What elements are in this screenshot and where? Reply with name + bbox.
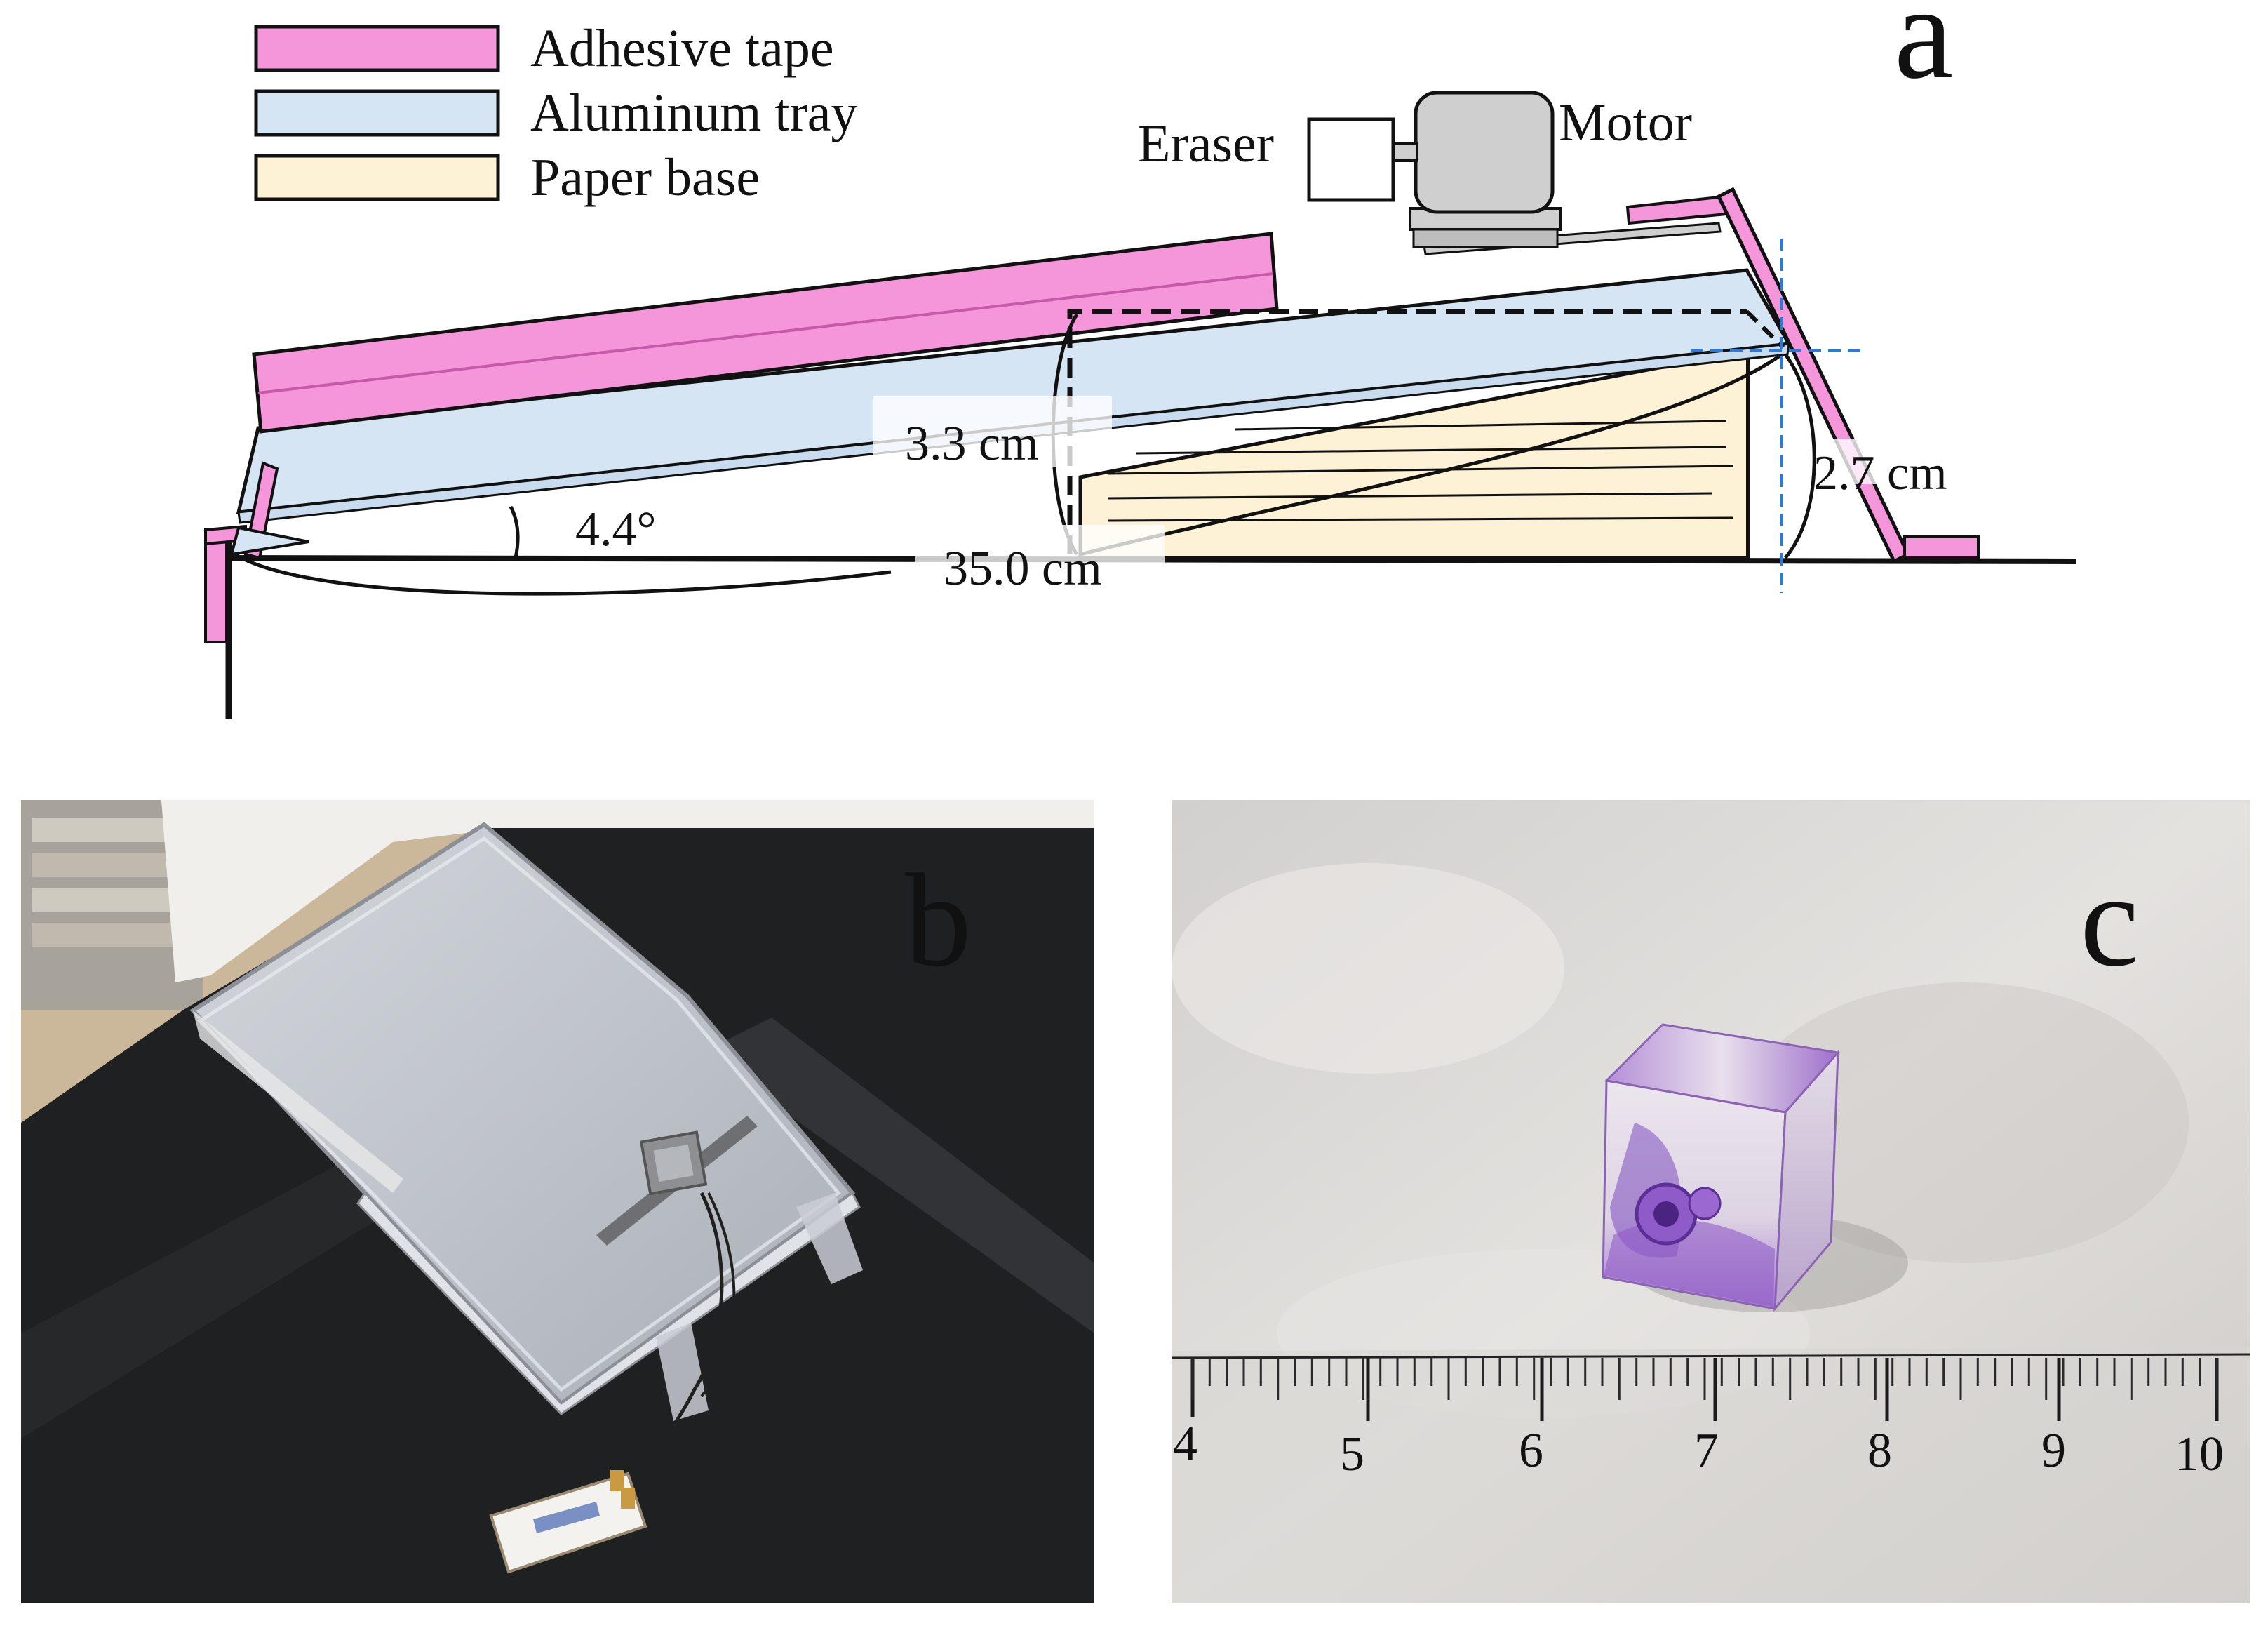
ruler-label-9: 9 bbox=[2041, 1424, 2066, 1478]
specimen-cube-side bbox=[1773, 1049, 1839, 1312]
ruler-label-5: 5 bbox=[1340, 1427, 1364, 1481]
right-foot-tape bbox=[1903, 535, 1980, 559]
motor-base bbox=[1412, 228, 1559, 248]
left-edge-tape bbox=[204, 528, 228, 643]
legend-swatch-adhesive-tape bbox=[254, 25, 500, 72]
ruler-label-4: 4 bbox=[1173, 1417, 1197, 1471]
legend-swatch-paper-base bbox=[254, 154, 500, 201]
ruler-label-7: 7 bbox=[1694, 1424, 1719, 1478]
angle-label: 4.4° bbox=[575, 502, 657, 556]
height-end-label-bg bbox=[1823, 439, 1900, 484]
paper-layer-lines bbox=[1108, 420, 1733, 522]
dashed-outline bbox=[1067, 309, 1747, 554]
ruler-label-8: 8 bbox=[1867, 1424, 1892, 1478]
brace-height-end bbox=[1783, 353, 1816, 559]
right-top-tape bbox=[1625, 194, 1729, 225]
paper-diagonal-curve bbox=[1080, 352, 1783, 556]
height-mid-label: 3.3 cm bbox=[905, 417, 1039, 471]
photo-b-wall bbox=[161, 800, 1094, 982]
motor-body bbox=[1414, 91, 1555, 214]
eraser-label: Eraser bbox=[1138, 114, 1274, 173]
legend-swatch-aluminum-tray bbox=[254, 89, 500, 137]
height-mid-label-bg bbox=[873, 396, 1112, 467]
panel-label-b: b bbox=[905, 847, 972, 994]
panel-label-c: c bbox=[2080, 847, 2139, 994]
ruler-label-6: 6 bbox=[1519, 1424, 1543, 1478]
left-wedge bbox=[229, 526, 309, 556]
panel-label-a: a bbox=[1894, 0, 1953, 107]
height-end-label: 2.7 cm bbox=[1813, 446, 1947, 500]
legend-label-paper-base: Paper base bbox=[530, 148, 760, 207]
length-label-bg bbox=[915, 525, 1165, 592]
panel-b-photo: b bbox=[21, 800, 1094, 1603]
ruler-label-10: 10 bbox=[2175, 1427, 2224, 1481]
length-label: 35.0 cm bbox=[944, 542, 1102, 596]
angle-arc bbox=[509, 505, 520, 559]
dashed-right-top bbox=[1745, 309, 1785, 349]
ruler-minor-ticks bbox=[1191, 1358, 2218, 1400]
legend-label-adhesive-tape: Adhesive tape bbox=[530, 19, 834, 78]
photo-b-cable bbox=[630, 1192, 724, 1482]
legend-label-aluminum-tray: Aluminum tray bbox=[530, 84, 858, 142]
motor-label: Motor bbox=[1559, 93, 1692, 152]
panel-a-schematic: Adhesive tape Aluminum tray Paper base a bbox=[204, 0, 2077, 719]
eraser bbox=[1307, 117, 1395, 202]
legend: Adhesive tape Aluminum tray Paper base bbox=[254, 19, 858, 207]
top-tape-crease bbox=[257, 272, 1274, 394]
motor-shaft bbox=[1391, 142, 1418, 162]
panel-c-photo: 4 5 6 7 8 9 10 c bbox=[1172, 800, 2250, 1603]
length-arc bbox=[234, 552, 892, 596]
ruler: 4 5 6 7 8 9 10 bbox=[1172, 1347, 2250, 1603]
